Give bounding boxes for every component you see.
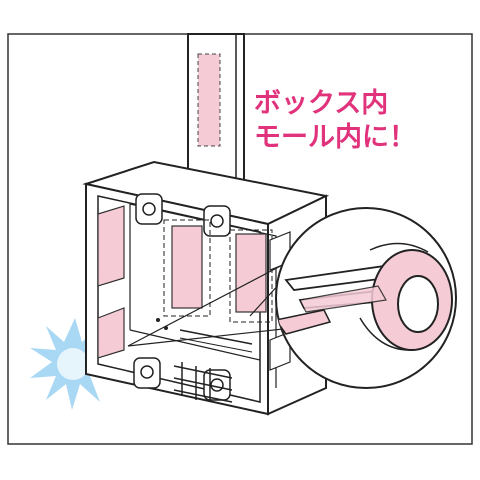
screw-boss-top-right	[203, 205, 231, 237]
cable-molding	[187, 33, 245, 185]
molding-inner-tape	[197, 53, 221, 147]
screw-boss-bottom-left	[133, 357, 161, 389]
bottom-ribs	[173, 362, 233, 403]
zoom-circle	[275, 207, 457, 389]
tape-back-wall-right	[235, 233, 267, 313]
tape-back-wall-center	[171, 225, 203, 309]
tape-roll	[359, 242, 453, 351]
tape-strip	[276, 309, 332, 335]
tape-left-wall-lower	[97, 307, 125, 359]
tape-left-wall-upper	[97, 205, 125, 287]
spark-burst-icon	[30, 318, 116, 410]
junction-box	[82, 160, 330, 416]
screw-boss-top-left	[135, 193, 163, 225]
caption-line-2: モール内に！	[254, 122, 416, 153]
caption-line-1: ボックス内	[254, 88, 389, 119]
